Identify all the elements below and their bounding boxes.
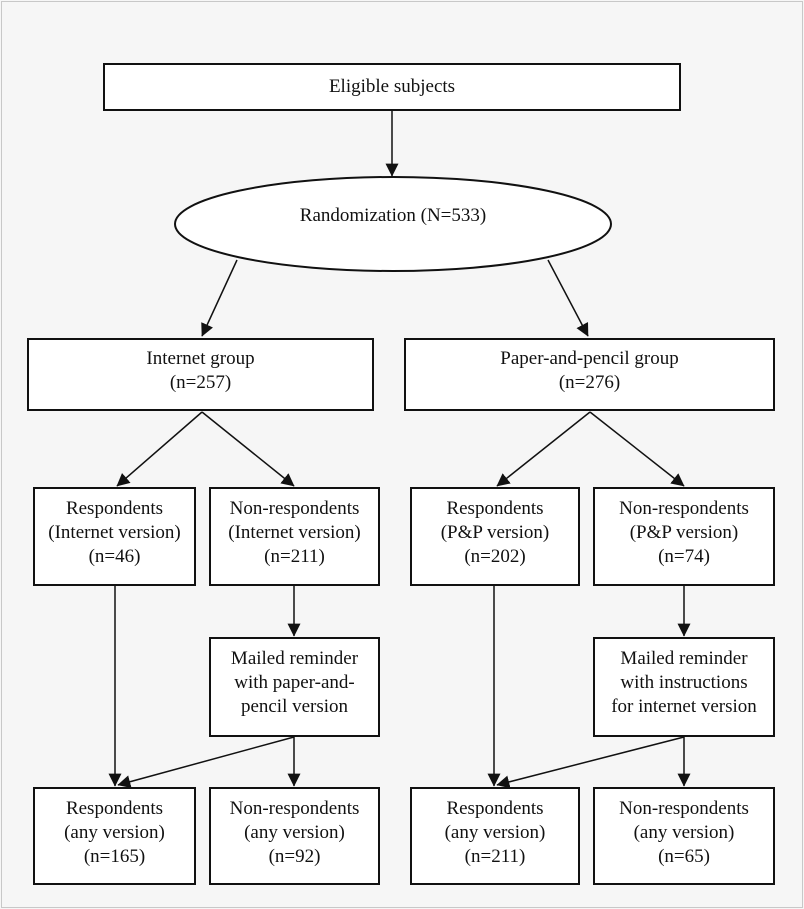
paper-respondents-version: (P&P version) (440, 522, 550, 543)
internet-nonrespondents-box: Non-respondents (Internet version) (n=21… (209, 487, 380, 586)
arrow-internet-reminder-to-final-respondents (117, 736, 295, 789)
paper-respondents-box: Respondents (P&P version) (n=202) (410, 487, 580, 586)
paper-respondents-count: (n=202) (464, 546, 526, 567)
paper-final-nonrespondents-label: Non-respondents (619, 798, 749, 819)
internet-reminder-line1: Mailed reminder (230, 648, 359, 669)
internet-final-respondents-label: Respondents (65, 798, 164, 819)
paper-reminder-line1: Mailed reminder (620, 648, 748, 669)
arrow-internet-group-to-respondents (116, 411, 203, 487)
internet-group-count: (n=257) (169, 372, 232, 393)
paper-reminder-line2: with instructions (620, 672, 748, 693)
internet-nonrespondents-label: Non-respondents (229, 498, 360, 519)
paper-final-respondents-box: Respondents (any version) (n=211) (410, 787, 580, 885)
paper-reminder-line3: for internet version (611, 696, 757, 717)
paper-respondents-label: Respondents (446, 498, 544, 519)
arrow-internet-group-to-nonrespondents (201, 411, 295, 487)
internet-final-nonrespondents-count: (n=92) (268, 846, 321, 867)
paper-final-respondents-label: Respondents (446, 798, 544, 819)
internet-group-box: Internet group (n=257) (27, 338, 374, 411)
internet-reminder-box: Mailed reminder with paper-and- pencil v… (209, 637, 380, 737)
paper-nonrespondents-box: Non-respondents (P&P version) (n=74) (593, 487, 775, 586)
internet-nonrespondents-version: (Internet version) (228, 522, 361, 543)
internet-respondents-box: Respondents (Internet version) (n=46) (33, 487, 196, 586)
paper-group-label: Paper-and-pencil group (500, 348, 679, 369)
paper-group-box: Paper-and-pencil group (n=276) (404, 338, 775, 411)
eligible-subjects-label: Eligible subjects (328, 76, 456, 97)
randomization-ellipse (174, 176, 612, 272)
internet-nonrespondents-count: (n=211) (264, 546, 325, 567)
internet-final-nonrespondents-version: (any version) (244, 822, 345, 843)
randomization-label: Randomization (N=533) (299, 205, 487, 226)
arrow-randomization-to-paper-group (547, 259, 589, 337)
internet-final-respondents-version: (any version) (64, 822, 165, 843)
internet-final-respondents-box: Respondents (any version) (n=165) (33, 787, 196, 885)
internet-reminder-line2: with paper-and- (234, 672, 355, 693)
paper-final-nonrespondents-count: (n=65) (658, 846, 710, 867)
paper-final-nonrespondents-box: Non-respondents (any version) (n=65) (593, 787, 775, 885)
paper-group-count: (n=276) (558, 372, 621, 393)
paper-nonrespondents-version: (P&P version) (629, 522, 739, 543)
paper-reminder-box: Mailed reminder with instructions for in… (593, 637, 775, 737)
paper-final-respondents-version: (any version) (444, 822, 546, 843)
arrow-paper-reminder-to-final-respondents (496, 736, 685, 789)
eligible-subjects-box: Eligible subjects (103, 63, 681, 111)
internet-respondents-label: Respondents (65, 498, 164, 519)
arrow-paper-group-to-respondents (496, 411, 591, 487)
internet-final-nonrespondents-label: Non-respondents (229, 798, 360, 819)
paper-final-nonrespondents-version: (any version) (633, 822, 735, 843)
internet-final-respondents-count: (n=165) (83, 846, 146, 867)
internet-respondents-version: (Internet version) (48, 522, 181, 543)
paper-nonrespondents-label: Non-respondents (619, 498, 749, 519)
paper-final-respondents-count: (n=211) (464, 846, 526, 867)
paper-nonrespondents-count: (n=74) (658, 546, 710, 567)
internet-reminder-line3: pencil version (240, 696, 349, 717)
internet-group-label: Internet group (146, 348, 255, 369)
internet-final-nonrespondents-box: Non-respondents (any version) (n=92) (209, 787, 380, 885)
internet-respondents-count: (n=46) (88, 546, 141, 567)
arrow-randomization-to-internet-group (201, 259, 238, 337)
arrow-paper-group-to-nonrespondents (589, 411, 685, 487)
